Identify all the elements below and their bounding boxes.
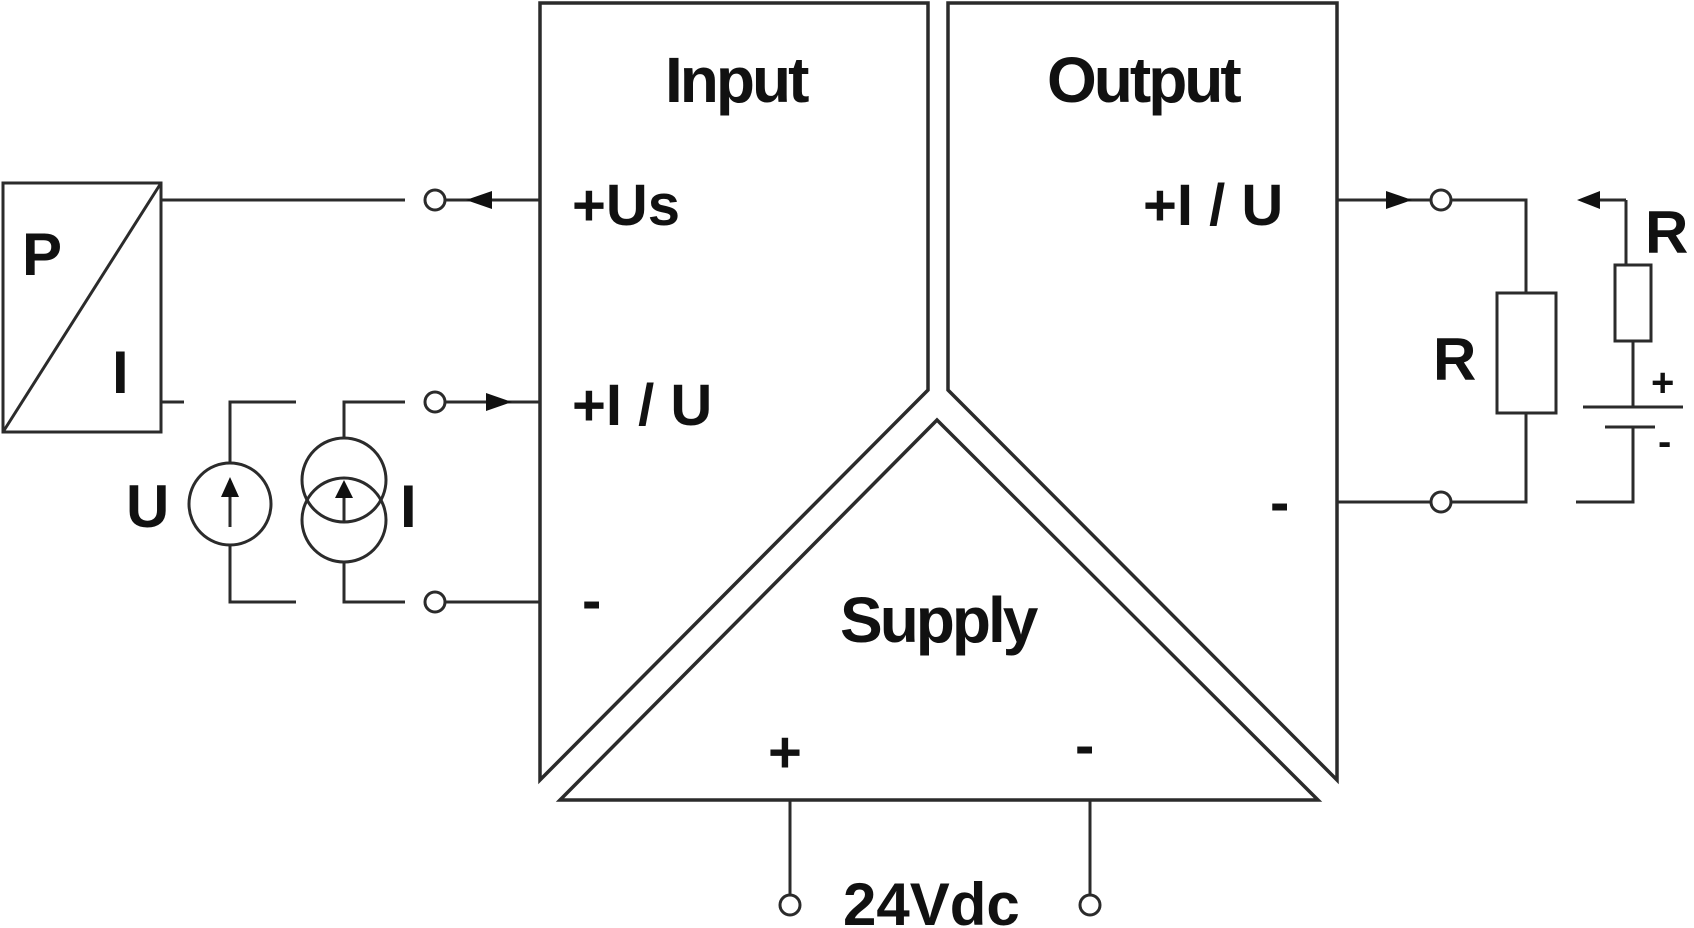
current-source-arrow-icon	[335, 480, 353, 498]
supply-voltage-label: 24Vdc	[843, 871, 1020, 928]
load-resistor-label: R	[1433, 326, 1476, 393]
load-wire-bottom	[1451, 413, 1528, 504]
arrow-iu-out-icon	[1386, 191, 1412, 209]
output-pin-minus: -	[1270, 470, 1289, 535]
pi-transducer	[1, 181, 163, 434]
supply-title: Supply	[840, 584, 1039, 656]
current-source-wire-top	[342, 400, 405, 438]
battery-plus-label: +	[1651, 361, 1674, 405]
current-source-wire-bottom	[342, 562, 405, 604]
pi-diagonal	[1, 182, 163, 433]
input-block	[538, 1, 930, 785]
voltage-source-wire-bottom	[228, 545, 296, 604]
output-block	[946, 1, 1339, 785]
pot-label: R	[1645, 199, 1688, 266]
terminal-iu-out	[1429, 188, 1453, 212]
voltage-source-label: U	[126, 473, 169, 540]
voltage-source	[187, 461, 273, 547]
current-source-circle-bottom	[300, 476, 388, 564]
terminal-iu-in	[423, 390, 447, 414]
load-wire-top	[1451, 198, 1528, 293]
input-title: Input	[665, 44, 809, 116]
battery-wire-bottom	[1576, 427, 1635, 504]
output-title: Output	[1047, 44, 1241, 116]
pot-arrow-icon	[1577, 191, 1600, 209]
arrow-us-icon	[466, 191, 492, 209]
output-pin-iu: +I / U	[1143, 173, 1283, 238]
supply-pin-plus: +	[768, 720, 802, 785]
battery-minus-label: -	[1658, 420, 1671, 464]
current-source-label: I	[400, 473, 417, 540]
load-resistor	[1495, 291, 1558, 415]
terminal-supply-minus	[1078, 893, 1102, 917]
terminal-supply-plus	[778, 893, 802, 917]
input-pin-us: +Us	[572, 173, 680, 238]
pot-resistor	[1613, 263, 1653, 343]
voltage-source-arrow-icon	[221, 477, 239, 497]
transducer-label-i: I	[112, 339, 129, 406]
input-pin-iu: +I / U	[572, 373, 712, 438]
arrow-iu-in-icon	[486, 393, 512, 411]
terminal-minus-out	[1429, 490, 1453, 514]
terminal-minus-in	[423, 590, 447, 614]
supply-block	[555, 417, 1323, 802]
input-pin-minus: -	[582, 568, 601, 633]
voltage-source-wire-top	[228, 400, 296, 463]
terminal-us	[423, 188, 447, 212]
supply-pin-minus: -	[1075, 713, 1094, 778]
transducer-label-p: P	[22, 221, 62, 288]
